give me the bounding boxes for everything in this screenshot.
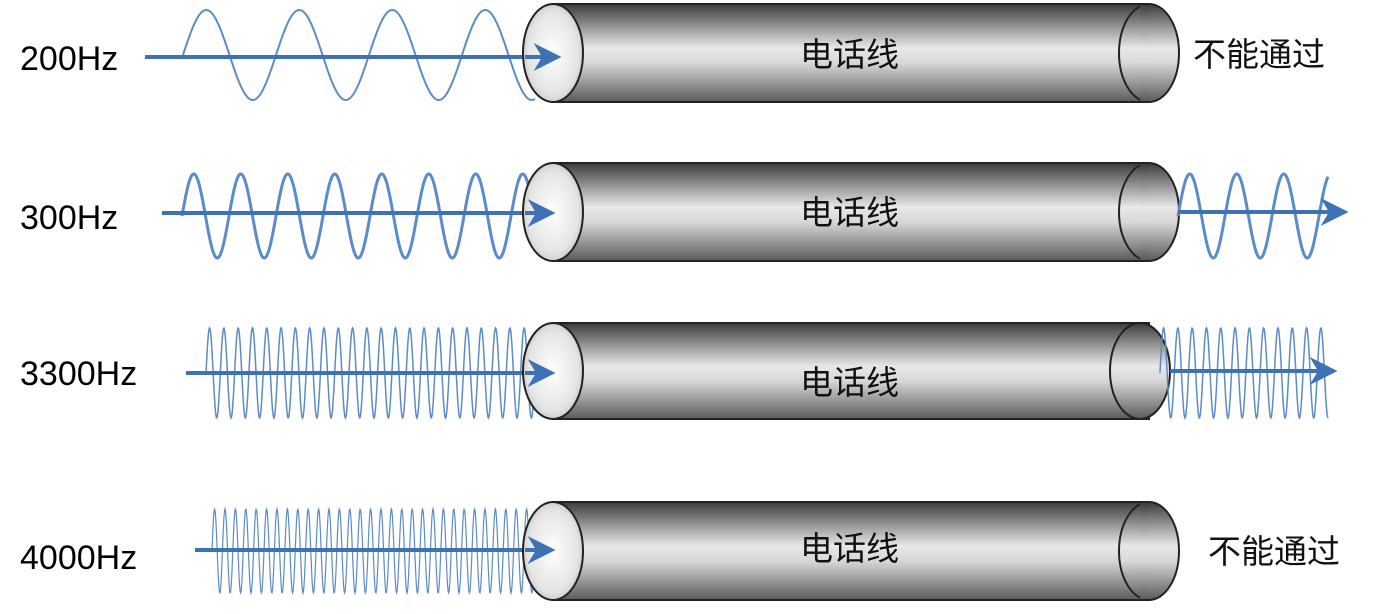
row-200hz: 200Hz 电话线 不能通过 [20, 3, 1325, 103]
telephone-cable: 电话线 [522, 3, 1180, 103]
frequency-label: 200Hz [20, 40, 118, 78]
cable-label: 电话线 [800, 363, 899, 402]
output-wave [1176, 172, 1330, 260]
cable-label: 电话线 [800, 35, 899, 74]
telephone-cable: 电话线 [522, 501, 1180, 601]
row-300hz: 300Hz 电话线 [20, 162, 1349, 262]
input-wave [182, 9, 536, 101]
row-3300hz: 3300Hz 电话线 [20, 322, 1338, 420]
input-wave [180, 172, 537, 260]
row-4000hz: 4000Hz 电话线 不能通过 [20, 501, 1340, 601]
blocked-label: 不能通过 [1193, 35, 1325, 74]
blocked-label: 不能通过 [1208, 532, 1340, 571]
frequency-label: 300Hz [20, 199, 118, 237]
output-wave [1159, 326, 1329, 420]
telephone-cable: 电话线 [522, 162, 1180, 262]
telephone-cable: 电话线 [522, 322, 1171, 420]
cable-label: 电话线 [800, 193, 899, 232]
cable-label: 电话线 [800, 529, 899, 568]
frequency-label: 3300Hz [20, 355, 137, 393]
input-wave [211, 506, 536, 596]
frequency-label: 4000Hz [20, 539, 137, 577]
